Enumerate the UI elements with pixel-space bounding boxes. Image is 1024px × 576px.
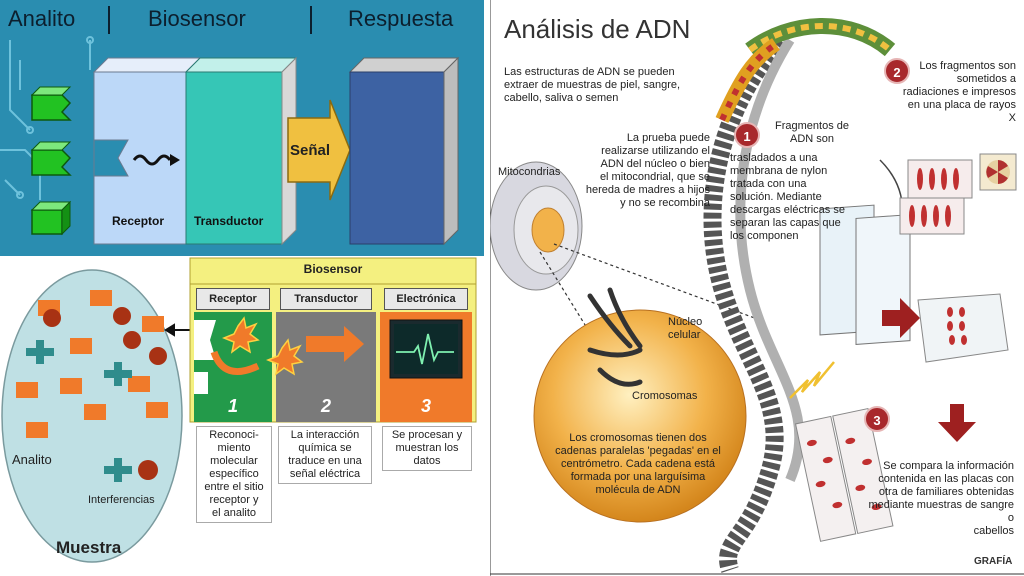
dna-graphic xyxy=(490,0,1024,576)
credit-label: GRAFÍA xyxy=(974,556,1013,567)
cromosomas-label: Cromosomas xyxy=(632,390,698,402)
step-number-3: 3 xyxy=(420,396,431,416)
receptor-label: Receptor xyxy=(112,214,165,228)
transductor-block xyxy=(185,71,283,245)
header-analito: Analito xyxy=(8,6,76,31)
step-receptor-label: Receptor xyxy=(196,288,270,310)
analyte-cube-3 xyxy=(30,200,72,236)
biosensor-title: Biosensor xyxy=(303,262,363,276)
analito-label: Analito xyxy=(12,452,52,467)
transductor-label: Transductor xyxy=(194,214,264,228)
senal-label: Señal xyxy=(290,142,331,159)
biosensor-block-graphic xyxy=(0,36,460,246)
dna-title: Análisis de ADN xyxy=(504,14,691,44)
response-block xyxy=(349,71,445,245)
biosensor-schematic: Biosensor Receptor Transductor Electróni… xyxy=(0,256,484,576)
step-electronica-label: Electrónica xyxy=(384,288,468,310)
analyte-cube-2 xyxy=(30,141,72,176)
interferencias-label: Interferencias xyxy=(88,494,155,506)
analyte-cube-1 xyxy=(30,86,72,121)
mitocondrias-label: Mitocondrias xyxy=(498,166,561,178)
step-2-badge: 2 xyxy=(884,58,910,84)
header-divider xyxy=(108,6,110,34)
step-number-2: 2 xyxy=(320,396,331,416)
senal-arrow xyxy=(287,99,351,201)
step-3-badge: 3 xyxy=(864,406,890,432)
biosensor-block-diagram: Analito Biosensor Respuesta xyxy=(0,0,484,256)
header-biosensor: Biosensor xyxy=(148,6,246,31)
step-1-badge: 1 xyxy=(734,122,760,148)
header-divider xyxy=(310,6,312,34)
header-respuesta: Respuesta xyxy=(348,6,454,31)
step-number-1: 1 xyxy=(227,396,238,416)
step-transductor-label: Transductor xyxy=(280,288,372,310)
nucleus-circle xyxy=(533,309,747,523)
dna-analysis-infographic: Análisis de ADN Las estructuras de ADN s… xyxy=(490,0,1024,576)
muestra-label: Muestra xyxy=(56,538,122,557)
